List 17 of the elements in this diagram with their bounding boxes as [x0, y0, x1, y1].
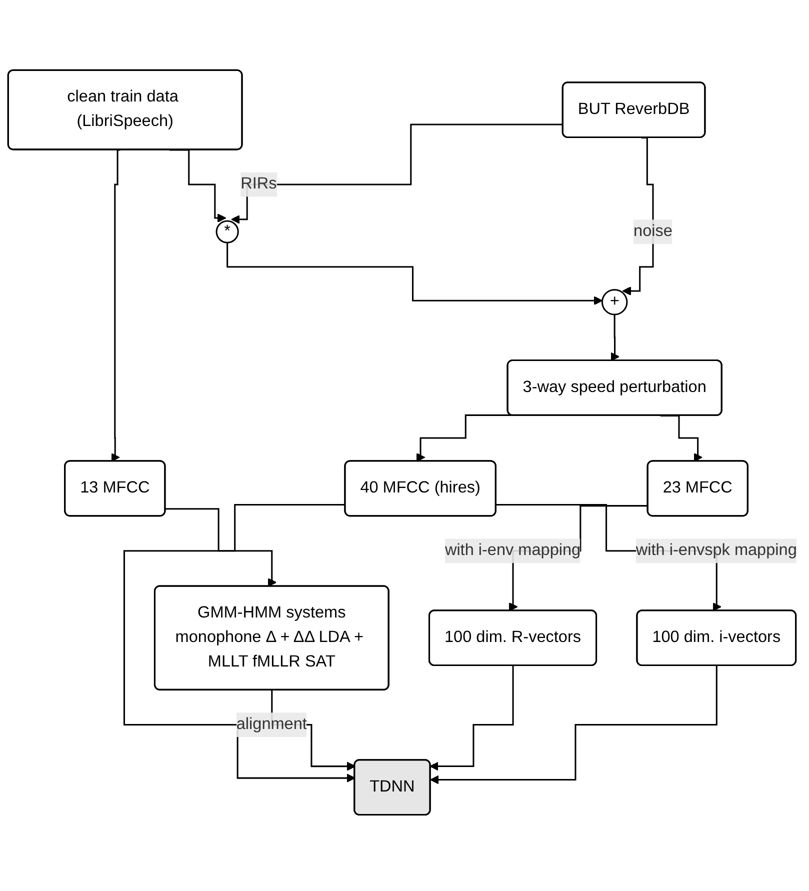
- arrow: [622, 137, 654, 296]
- arrow: [165, 508, 277, 587]
- edge-label: alignment: [236, 716, 307, 733]
- arrow: [430, 665, 718, 784]
- arrow: [430, 665, 514, 771]
- arrow: [110, 149, 120, 462]
- arrow: [170, 149, 226, 223]
- edge-label: RIRs: [240, 175, 277, 193]
- arrow: [231, 124, 564, 224]
- arrow: [610, 314, 620, 362]
- node-circle: +: [601, 289, 628, 316]
- edge-label: with i-envspk mapping: [636, 542, 797, 560]
- arrow: [226, 242, 603, 306]
- edge-label: with i-env mapping: [444, 542, 581, 560]
- edge-label: noise: [634, 222, 672, 240]
- arrow: [416, 414, 511, 462]
- node-circle: *: [216, 220, 239, 244]
